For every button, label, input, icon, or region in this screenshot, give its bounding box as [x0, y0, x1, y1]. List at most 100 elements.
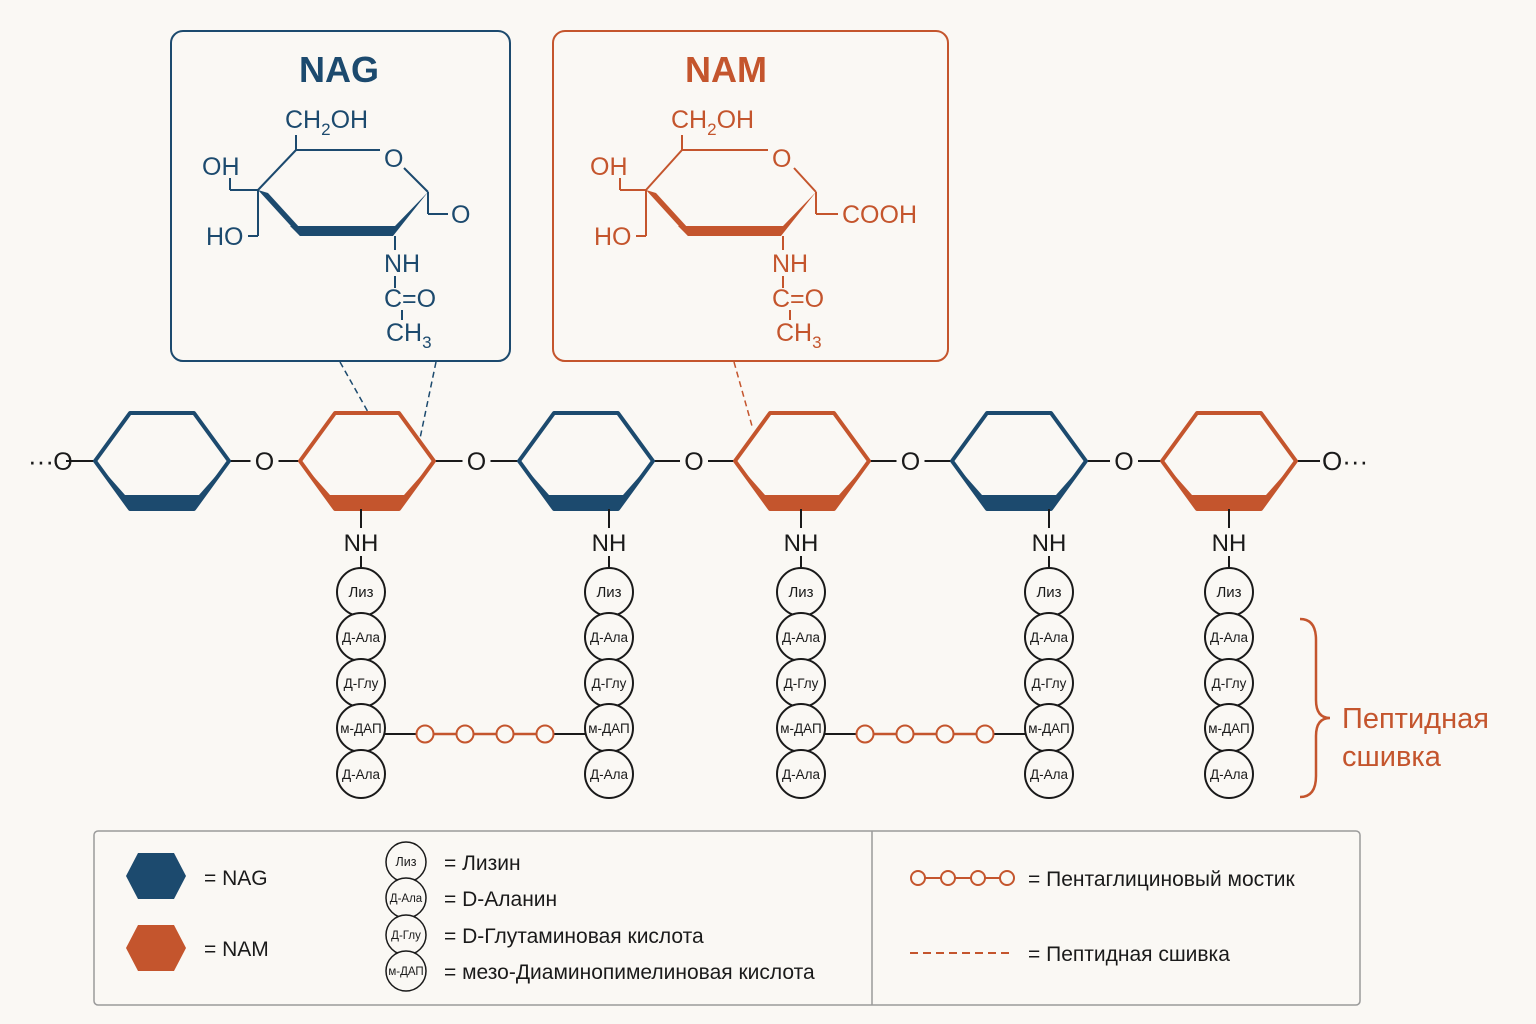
nag-box-frame — [170, 30, 511, 362]
nam-detail-box: NAM CH2OH O OH HO COOH NH C=O CH3 — [552, 30, 949, 362]
nam-nh-label: NH — [772, 250, 808, 278]
nam-oh-label: OH — [590, 153, 628, 181]
residue-label: м-ДАП — [1028, 721, 1069, 736]
nam-ho-label: HO — [594, 223, 632, 251]
residue-label: Д-Ала — [590, 767, 629, 782]
legend-bridge-symbol — [910, 870, 1015, 886]
stem-nh-label: NH — [344, 530, 379, 557]
residue-label: Д-Глу — [1212, 676, 1247, 691]
residue-label: Лиз — [596, 584, 621, 601]
nag-ring-structure — [229, 135, 448, 320]
legend-residue-item: Д-Глу= D-Глутаминовая кислота — [385, 914, 704, 956]
bracket-shape — [1299, 617, 1331, 799]
residue-label: Лиз — [1216, 584, 1241, 601]
glycine-circle — [455, 724, 475, 744]
bracket-label-line1: Пептидная — [1342, 703, 1489, 735]
residue-circle — [776, 749, 826, 799]
nam-ring-oxygen: O — [772, 145, 791, 173]
residue-circle — [1024, 749, 1074, 799]
residue-label: Д-Ала — [1210, 630, 1249, 645]
legend-residue-text: = D-Аланин — [444, 888, 557, 911]
nag-glycosidic-oxygen: O — [451, 201, 470, 229]
stem-nh-label: NH — [592, 530, 627, 557]
legend-frame — [93, 830, 1361, 1006]
residue-circle — [584, 749, 634, 799]
legend-residue-code: Лиз — [396, 855, 417, 869]
glycosidic-oxygen-label: O — [467, 448, 486, 476]
nag-carbonyl-label: C=O — [384, 285, 436, 313]
glycine-circle — [855, 724, 875, 744]
legend-nam-label: = NAM — [204, 938, 269, 961]
callout-connectors — [339, 361, 753, 449]
glycine-circle — [935, 724, 955, 744]
glycosidic-oxygen-label: O — [255, 448, 274, 476]
nam-box-title: NAM — [685, 49, 767, 90]
stem-nh-label: NH — [784, 530, 819, 557]
glycosidic-oxygen-label: O — [901, 448, 920, 476]
glycine-circle — [895, 724, 915, 744]
nam-ring-structure — [619, 135, 838, 320]
residue-label: Д-Ала — [782, 630, 821, 645]
nag-box-title: NAG — [299, 49, 379, 90]
nam-ring-bold-edge — [646, 190, 816, 236]
nag-ring-bold-edge — [258, 190, 428, 236]
chain-sugar-nag — [517, 411, 655, 511]
legend-nag-label: = NAG — [204, 867, 268, 890]
residue-label: Д-Ала — [1030, 630, 1069, 645]
residue-label: Д-Ала — [1030, 767, 1069, 782]
nag-nh-label: NH — [384, 250, 420, 278]
residue-label: Д-Глу — [1032, 676, 1067, 691]
nam-cooh-label: COOH — [842, 201, 917, 229]
legend-residue-item: Лиз = Лизин — [385, 841, 521, 883]
legend-bridge-label: = Пентаглициновый мостик — [1028, 868, 1296, 891]
chain-sugar-nam — [1160, 411, 1298, 511]
chain-sugar-nam — [733, 411, 871, 511]
chain-sugar-nag — [93, 411, 231, 511]
nag-oh-label: OH — [202, 153, 240, 181]
chain-sugar-nag — [950, 411, 1088, 511]
legend-residue-item: Д-Ала = D-Аланин — [385, 877, 557, 919]
residue-label: м-ДАП — [340, 721, 381, 736]
nam-ch3-label: CH3 — [776, 319, 822, 352]
legend-residue-text: = Лизин — [444, 852, 521, 875]
legend-crosslink-label: = Пептидная сшивка — [1028, 943, 1230, 966]
legend-residue-code: Д-Ала — [390, 893, 423, 905]
legend-residue-code: м-ДАП — [388, 966, 423, 978]
crosslink-bracket: Пептидная сшивка — [1299, 617, 1489, 799]
residue-label: Д-Ала — [782, 767, 821, 782]
glycine-circle — [415, 724, 435, 744]
chain-ellipsis-right: O··· — [1322, 446, 1368, 476]
residue-label: Д-Ала — [1210, 767, 1249, 782]
residue-label: Д-Глу — [344, 676, 379, 691]
residue-label: Лиз — [1036, 584, 1061, 601]
legend-residue-circle — [385, 950, 427, 992]
nag-ch2oh-label: CH2OH — [285, 106, 368, 139]
bracket-label-line2: сшивка — [1342, 741, 1442, 773]
nam-carbonyl-label: C=O — [772, 285, 824, 313]
nag-ring-oxygen: O — [384, 145, 403, 173]
legend-residue-text: = D-Глутаминовая кислота — [444, 925, 704, 948]
legend-nag-hexagon — [126, 853, 186, 899]
peptide-stems: NHЛизД-АлаД-Глум-ДАПД-АлаNHЛизД-АлаД-Глу… — [336, 509, 1254, 799]
stem-nh-label: NH — [1032, 530, 1067, 557]
residue-label: м-ДАП — [780, 721, 821, 736]
residue-label: Д-Ала — [342, 630, 381, 645]
nam-box-frame — [552, 30, 949, 362]
residue-label: Д-Ала — [342, 767, 381, 782]
legend-residue-text: = мезо-Диаминопимелиновая кислота — [444, 961, 815, 984]
residue-label: Д-Глу — [592, 676, 627, 691]
residue-label: Д-Глу — [784, 676, 819, 691]
pentaglycine-bridge — [825, 724, 1025, 744]
nag-ch3-label: CH3 — [386, 319, 432, 352]
nag-ho-label: HO — [206, 223, 244, 251]
residue-label: Лиз — [788, 584, 813, 601]
residue-label: м-ДАП — [1208, 721, 1249, 736]
residue-circle — [1204, 749, 1254, 799]
